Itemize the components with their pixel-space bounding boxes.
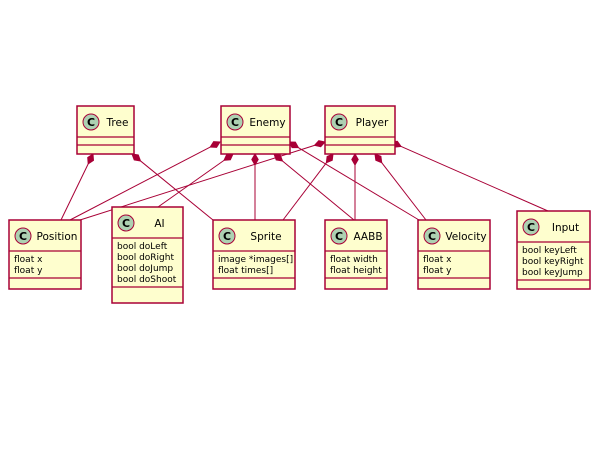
class-stereotype-icon	[330, 113, 348, 131]
composition-diamond	[374, 153, 383, 164]
composition-line	[282, 162, 327, 221]
class-name: Player	[356, 117, 389, 129]
composition-diamond	[325, 153, 334, 164]
composition-diamond	[131, 153, 142, 162]
composition-diamond	[223, 153, 234, 161]
class-stereotype-letter: C	[122, 217, 130, 230]
class-stereotype-letter: C	[87, 116, 95, 129]
composition-edge	[251, 153, 259, 220]
class-stereotype-icon	[218, 227, 236, 245]
composition-diamond	[351, 153, 359, 166]
class-attribute: float times[]	[218, 266, 273, 276]
composition-diamond	[288, 141, 300, 149]
composition-edge	[374, 153, 427, 221]
class-attribute: image *images[]	[218, 255, 293, 265]
class-name: Enemy	[249, 117, 285, 129]
composition-edge	[60, 153, 95, 221]
class-sprite[interactable]: C Sprite image *images[]float times[]	[212, 219, 296, 290]
class-name: AI	[154, 218, 164, 230]
class-stereotype-letter: C	[231, 116, 239, 129]
class-name: Position	[37, 231, 78, 243]
class-stereotype-letter: C	[19, 230, 27, 243]
class-attribute: bool keyLeft	[522, 246, 577, 256]
class-enemy[interactable]: C Enemy	[220, 105, 291, 155]
composition-edge	[288, 141, 420, 221]
class-attribute: bool doShoot	[117, 275, 177, 285]
class-name: Velocity	[445, 231, 486, 243]
class-attribute: float y	[423, 266, 452, 276]
class-stereotype-letter: C	[335, 116, 343, 129]
class-attribute: bool keyJump	[522, 268, 583, 278]
composition-edge	[390, 140, 549, 212]
class-attribute: float height	[330, 266, 382, 276]
composition-edge	[282, 153, 334, 221]
class-stereotype-icon	[117, 214, 135, 232]
class-tree[interactable]: C Tree	[76, 105, 135, 155]
composition-edge	[351, 153, 359, 220]
composition-diamond	[251, 153, 259, 166]
class-attribute: bool doJump	[117, 264, 173, 274]
composition-line	[157, 159, 225, 208]
class-name: Input	[552, 222, 579, 234]
composition-edge	[157, 153, 234, 208]
class-name: Tree	[106, 117, 129, 129]
class-stereotype-icon	[14, 227, 32, 245]
class-name: Sprite	[250, 231, 281, 243]
composition-edge	[131, 153, 214, 221]
composition-line	[140, 160, 214, 221]
class-stereotype-icon	[226, 113, 244, 131]
composition-line	[60, 163, 89, 221]
class-stereotype-letter: C	[223, 230, 231, 243]
composition-line	[381, 162, 427, 221]
class-attribute: bool doRight	[117, 253, 174, 263]
class-stereotype-icon	[423, 227, 441, 245]
composition-line	[69, 146, 211, 221]
class-stereotype-icon	[330, 227, 348, 245]
class-stereotype-letter: C	[527, 221, 535, 234]
composition-line	[400, 145, 549, 212]
composition-edge	[69, 141, 221, 221]
class-stereotype-letter: C	[428, 230, 436, 243]
class-player[interactable]: C Player	[324, 105, 396, 155]
class-name: AABB	[353, 231, 382, 243]
composition-edge	[273, 153, 355, 221]
class-stereotype-letter: C	[335, 230, 343, 243]
class-attribute: bool doLeft	[117, 242, 168, 252]
composition-line	[298, 147, 420, 221]
class-attribute: bool keyRight	[522, 257, 584, 267]
class-stereotype-icon	[82, 113, 100, 131]
class-stereotype-icon	[522, 218, 540, 236]
composition-line	[282, 160, 355, 221]
class-box	[76, 105, 135, 155]
class-attribute: float x	[14, 255, 43, 265]
class-attribute: float width	[330, 255, 378, 265]
composition-diamond	[87, 153, 95, 165]
class-attribute: float x	[423, 255, 452, 265]
class-attribute: float y	[14, 266, 43, 276]
composition-diamond	[209, 141, 221, 148]
composition-diamond	[313, 140, 326, 148]
class-box	[220, 105, 291, 155]
class-box	[324, 105, 396, 155]
